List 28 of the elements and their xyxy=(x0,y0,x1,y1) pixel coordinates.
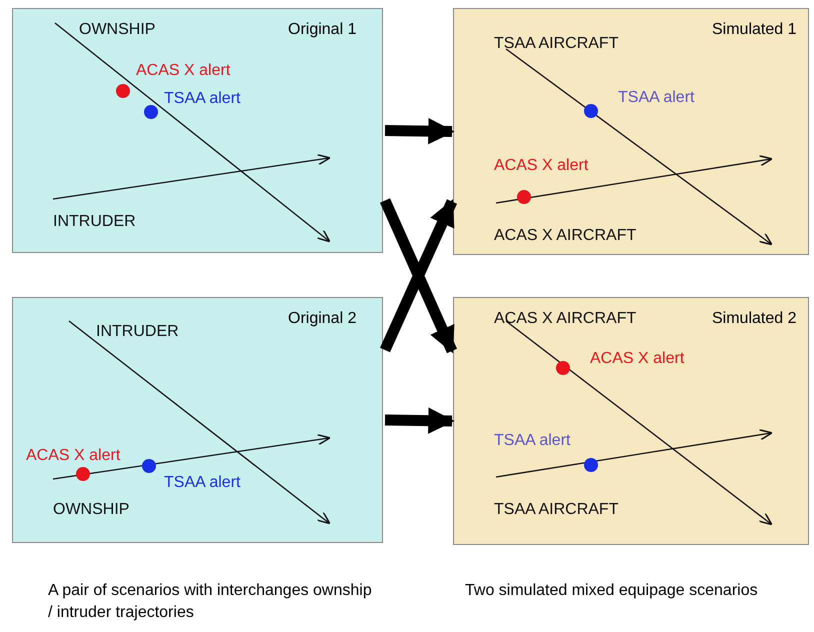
transfer-arrow xyxy=(384,118,455,144)
scenario-panel xyxy=(12,8,383,253)
caption-text: Two simulated mixed equipage scenarios xyxy=(465,581,759,601)
alert-label: TSAA alert xyxy=(164,90,240,108)
transfer-arrow xyxy=(384,407,455,434)
alert-label: ACAS X alert xyxy=(136,62,230,80)
scenario-panel xyxy=(453,8,809,255)
trajectory-label: INTRUDER xyxy=(96,323,179,341)
alert-label: TSAA alert xyxy=(494,432,570,450)
alert-label: ACAS X alert xyxy=(494,157,588,175)
alert-label: TSAA alert xyxy=(618,89,694,107)
alert-label: ACAS X alert xyxy=(26,447,120,465)
panel-title: Original 2 xyxy=(288,310,356,328)
alert-label: ACAS X alert xyxy=(590,350,684,368)
trajectory-label: OWNSHIP xyxy=(53,501,130,519)
panel-title: Simulated 2 xyxy=(712,310,796,328)
scenario-panel xyxy=(453,297,809,545)
scenario-panel xyxy=(12,297,383,543)
panel-title: Original 1 xyxy=(288,21,356,39)
panel-title: Simulated 1 xyxy=(712,21,796,39)
trajectory-label: OWNSHIP xyxy=(79,21,156,39)
alert-label: TSAA alert xyxy=(164,474,240,492)
trajectory-label: ACAS X AIRCRAFT xyxy=(494,310,636,328)
trajectory-label: ACAS X AIRCRAFT xyxy=(494,227,636,245)
trajectory-label: TSAA AIRCRAFT xyxy=(494,35,618,53)
trajectory-label: INTRUDER xyxy=(53,213,136,231)
trajectory-label: TSAA AIRCRAFT xyxy=(494,501,618,519)
caption-text: A pair of scenarios with interchanges ownship / intruder trajectories xyxy=(48,581,373,623)
